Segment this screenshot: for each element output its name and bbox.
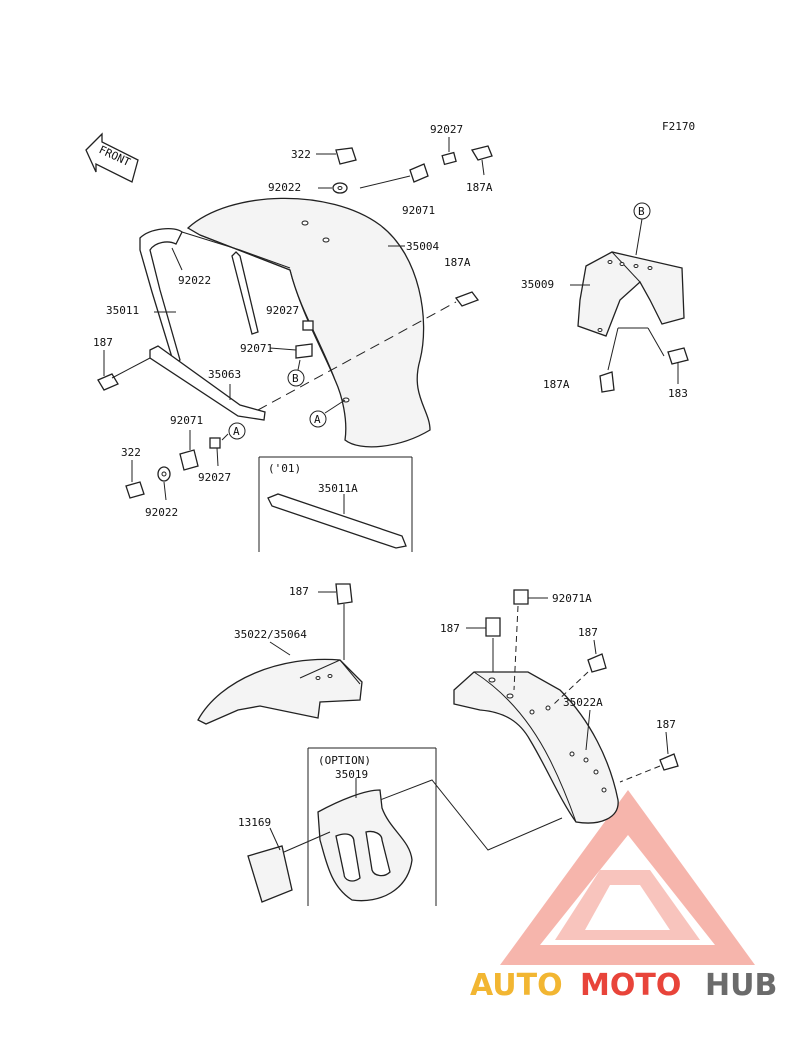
svg-text:A: A — [233, 425, 240, 438]
collar-92027-low — [209, 433, 229, 467]
bolt-187-rear2 — [466, 617, 501, 672]
callout-187-rear1: 187 — [289, 585, 309, 598]
callout-35004: 35004 — [406, 240, 439, 253]
svg-text:B: B — [638, 205, 645, 218]
rear-fender-35022-35064 — [197, 658, 363, 725]
watermark-logo — [500, 790, 755, 965]
callout-35063: 35063 — [208, 368, 241, 381]
callout-187A-right: 187A — [543, 378, 570, 391]
callout-187-rear3: 187 — [578, 626, 598, 639]
mudflap-35019 — [317, 789, 413, 902]
bolt-187A-top — [470, 145, 493, 176]
callout-187A-top: 187A — [466, 181, 493, 194]
svg-text:B: B — [292, 372, 299, 385]
callout-187-left: 187 — [93, 336, 113, 349]
svg-text:A: A — [314, 413, 321, 426]
grommet-92071-mid — [269, 343, 313, 359]
stay-35011A — [267, 493, 407, 549]
bolt-183 — [667, 347, 689, 384]
nut-322-top — [316, 147, 357, 165]
callout-92027-top: 92027 — [430, 123, 463, 136]
bolt-187-rear3 — [553, 639, 607, 705]
bolt-187-rear4 — [619, 731, 679, 783]
collar-92027-top — [441, 137, 457, 166]
fender-brace-35063 — [149, 345, 266, 421]
grommet-92071A — [513, 589, 548, 691]
marker-a-2: A — [309, 399, 346, 428]
callout-187-rear4: 187 — [656, 718, 676, 731]
callout-35022A: 35022A — [563, 696, 603, 709]
year-note: ('01) — [268, 462, 301, 475]
rear-fender-35022A — [453, 671, 619, 824]
callout-35022-35064: 35022/35064 — [234, 628, 307, 641]
callout-35011A: 35011A — [318, 482, 358, 495]
bolt-187-left — [97, 350, 151, 391]
front-arrow-icon: FRONT — [85, 132, 139, 183]
reflector-13169 — [247, 845, 293, 903]
bolt-187-rear1 — [318, 583, 353, 660]
callout-92071-low: 92071 — [170, 414, 203, 427]
callout-322-low: 322 — [121, 446, 141, 459]
callout-92071-top: 92071 — [402, 204, 435, 217]
fender-stay-35011 — [139, 227, 183, 366]
option-note: (OPTION) — [318, 754, 371, 767]
grommet-92071-top — [359, 163, 429, 189]
bolt-187A-mid — [454, 291, 480, 307]
callout-92022-left: 92022 — [178, 274, 211, 287]
bracket-35009 — [577, 251, 685, 337]
callout-92022-top: 92022 — [268, 181, 301, 194]
callout-35011: 35011 — [106, 304, 139, 317]
option-box: (OPTION) — [307, 747, 437, 906]
svg-text:AUTO: AUTO — [470, 968, 563, 1003]
callout-187-rear2: 187 — [440, 622, 460, 635]
washer-92022-top — [318, 182, 348, 194]
washer-92022-low — [157, 466, 171, 501]
year-note-box: ('01) — [258, 456, 413, 552]
marker-b-1: B — [287, 359, 305, 387]
svg-text:MOTO: MOTO — [580, 968, 681, 1003]
callout-35019: 35019 — [335, 768, 368, 781]
callout-92071-mid: 92071 — [240, 342, 273, 355]
callout-187A-mid: 187A — [444, 256, 471, 269]
callout-92022-low: 92022 — [145, 506, 178, 519]
grommet-92071-low — [179, 430, 199, 471]
callout-183: 183 — [668, 387, 688, 400]
callout-13169: 13169 — [238, 816, 271, 829]
bolt-187A-right — [599, 371, 615, 393]
callout-92027-mid: 92027 — [266, 304, 299, 317]
callout-35009: 35009 — [521, 278, 554, 291]
svg-text:HUB: HUB — [705, 968, 777, 1003]
marker-a-1: A — [228, 422, 246, 440]
watermark-text: AUTO MOTO HUB — [470, 968, 777, 1003]
nut-322-low — [125, 460, 145, 499]
figure-code: F2170 — [662, 120, 695, 133]
marker-b-2: B — [633, 202, 651, 256]
callout-92027-low: 92027 — [198, 471, 231, 484]
callout-322-top: 322 — [291, 148, 311, 161]
collar-92027-mid — [302, 320, 314, 331]
callout-92071A: 92071A — [552, 592, 592, 605]
